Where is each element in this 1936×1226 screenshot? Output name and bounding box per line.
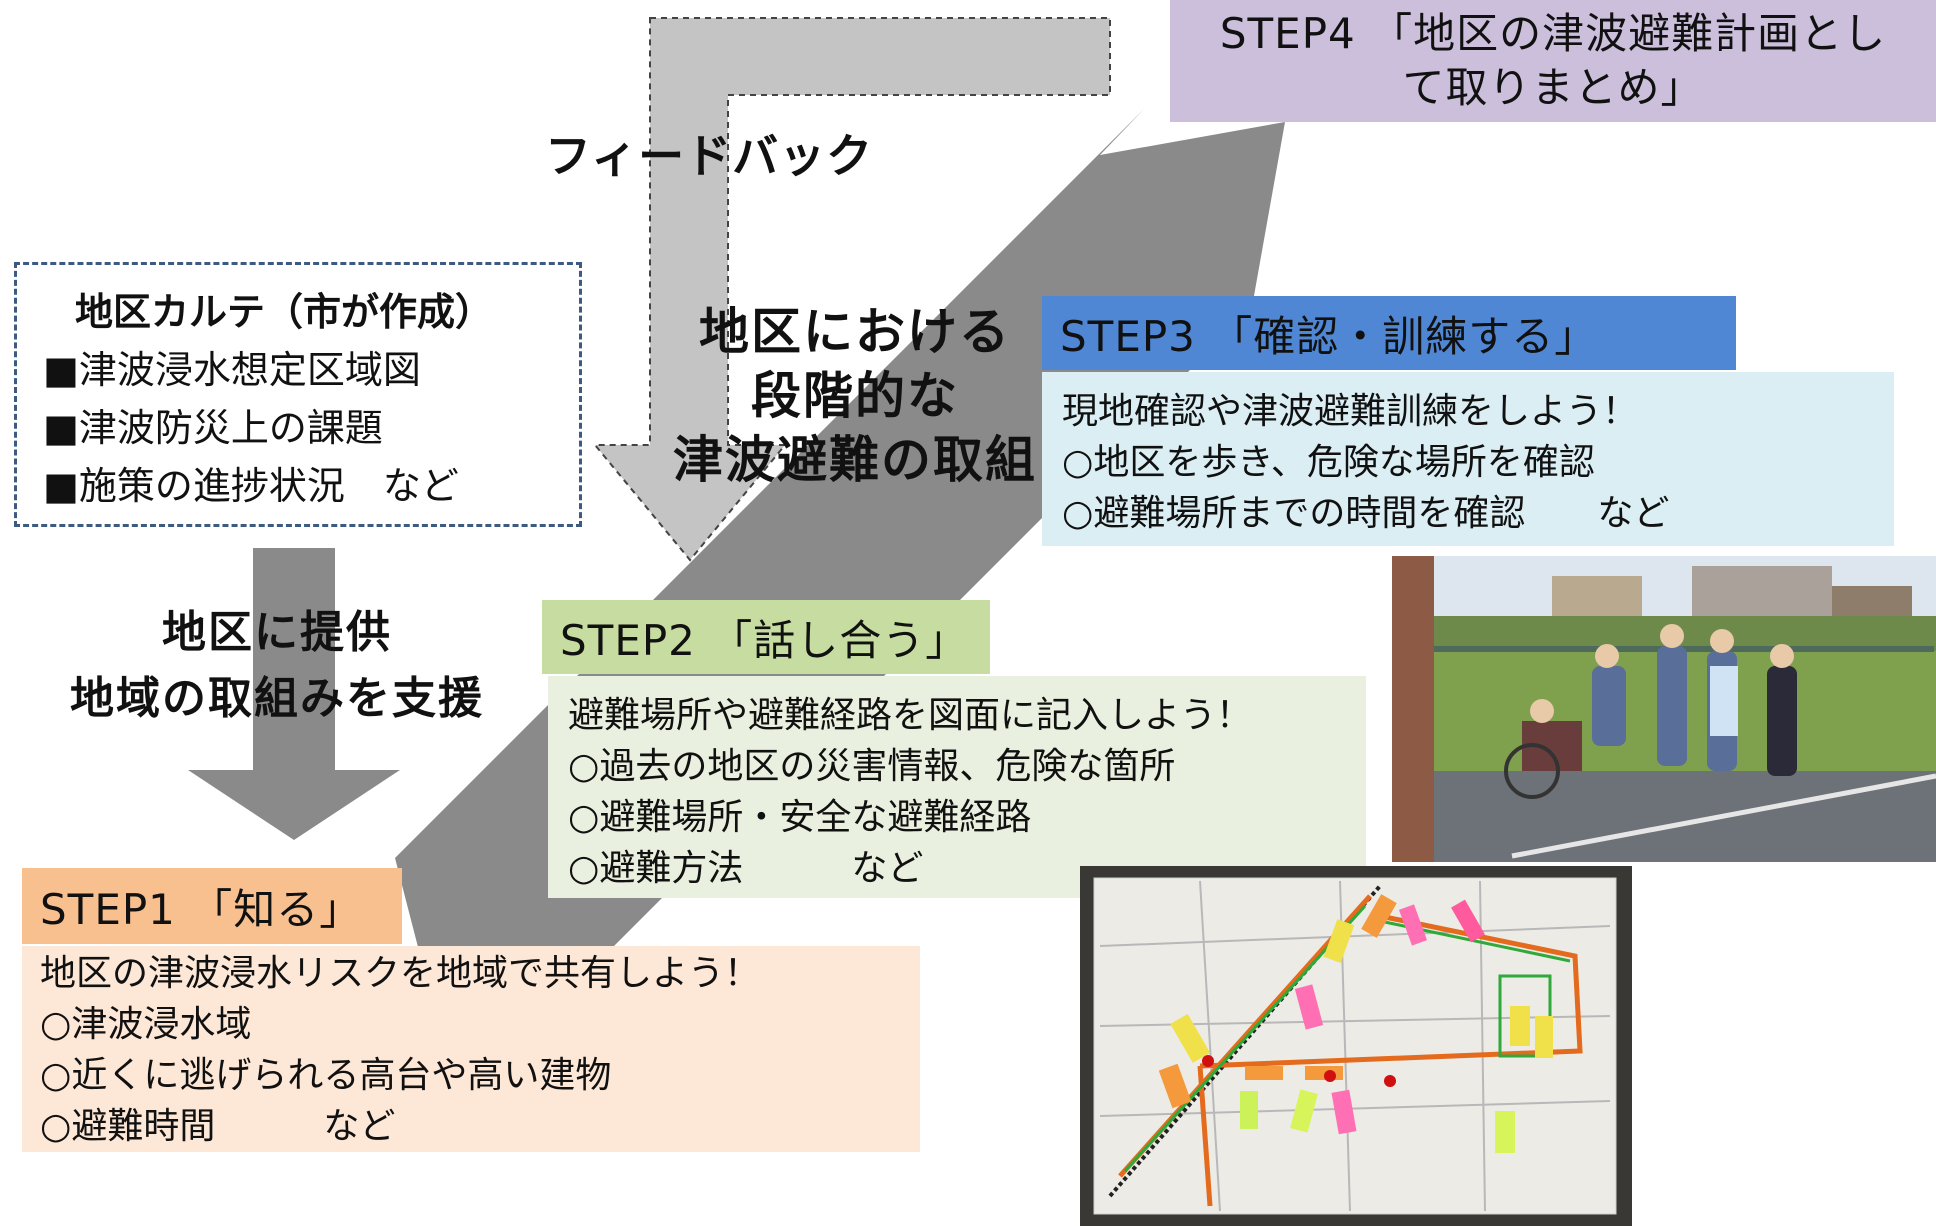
support-line: 地域の取組みを支援 (70, 673, 484, 724)
step2-body: 避難場所や避難経路を図面に記入しよう！ ○過去の地区の災害情報、危険な箇所 ○避… (548, 676, 1366, 898)
step2-line: 避難場所や避難経路を図面に記入しよう！ (568, 695, 1253, 736)
stepwise-approach-text: 地区における 段階的な 津波避難の取組 (655, 300, 1055, 492)
karte-item: ■津波浸水想定区域図 (43, 348, 421, 392)
provide-down-arrow (188, 548, 400, 840)
step2-header: STEP2 「話し合う」 (542, 600, 990, 674)
step1-line: ○津波浸水域 (40, 1004, 252, 1045)
step1-line: 地区の津波浸水リスクを地域で共有しよう！ (40, 953, 761, 994)
step2-line: ○避難場所・安全な避難経路 (568, 797, 1032, 838)
karte-item: ■施策の進捗状況 など (43, 464, 459, 508)
step3-line: 現地確認や津波避難訓練をしよう！ (1062, 391, 1639, 432)
step2-title: STEP2 「話し合う」 (560, 615, 969, 665)
feedback-label: フィードバック (545, 129, 874, 183)
step3-line: ○避難場所までの時間を確認 など (1062, 493, 1670, 534)
step1-line: ○避難時間 など (40, 1106, 396, 1147)
evacuation-map-photo (1080, 866, 1632, 1226)
step1-header: STEP1 「知る」 (22, 868, 402, 944)
karte-item: ■津波防災上の課題 (43, 406, 383, 450)
step4-header: STEP4 「地区の津波避難計画とし て取りまとめ」 (1170, 0, 1936, 122)
step1-body: 地区の津波浸水リスクを地域で共有しよう！ ○津波浸水域 ○近くに逃げられる高台や… (22, 946, 920, 1152)
step2-line: ○避難方法 など (568, 848, 924, 889)
provide-support-text: 地区に提供 地域の取組みを支援 (22, 600, 532, 732)
step3-body: 現地確認や津波避難訓練をしよう！ ○地区を歩き、危険な場所を確認 ○避難場所まで… (1042, 372, 1894, 546)
evacuation-drill-photo (1392, 556, 1936, 862)
step1-line: ○近くに逃げられる高台や高い建物 (40, 1055, 612, 1096)
center-line: 地区における (699, 303, 1011, 361)
step1-title: STEP1 「知る」 (40, 884, 363, 934)
karte-title: 地区カルテ（市が作成） (75, 290, 494, 334)
step4-title-line: STEP4 「地区の津波避難計画とし (1219, 9, 1887, 58)
step2-line: ○過去の地区の災害情報、危険な箇所 (568, 746, 1176, 787)
provide-line: 地区に提供 (162, 607, 392, 658)
step3-title: STEP3 「確認・訓練する」 (1060, 311, 1598, 361)
step4-title-line: て取りまとめ」 (1402, 63, 1704, 112)
step3-header: STEP3 「確認・訓練する」 (1042, 296, 1736, 370)
center-line: 津波避難の取組 (673, 431, 1037, 489)
feedback-arrow (592, 17, 1111, 562)
step3-line: ○地区を歩き、危険な場所を確認 (1062, 442, 1595, 483)
center-line: 段階的な (751, 367, 959, 425)
district-karte-box: 地区カルテ（市が作成） ■津波浸水想定区域図 ■津波防災上の課題 ■施策の進捗状… (14, 262, 582, 527)
